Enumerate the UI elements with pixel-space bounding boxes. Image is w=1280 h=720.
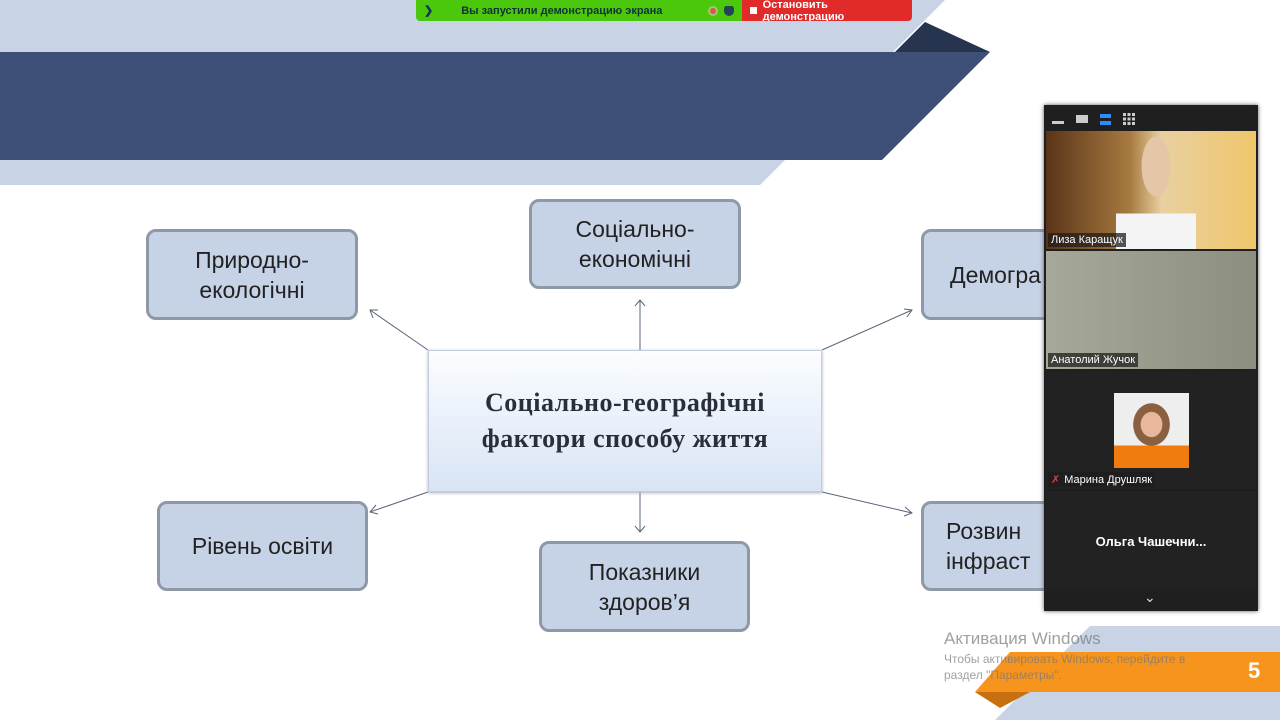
box-text: економічні xyxy=(578,246,692,272)
video-tile[interactable]: Лиза Каращук xyxy=(1046,131,1256,249)
participant-name: Анатолий Жучок xyxy=(1048,353,1139,367)
participant-name: Марина Друшляк xyxy=(1064,473,1153,486)
video-panel: Лиза Каращук Анатолий Жучок ✗Марина Друш… xyxy=(1044,105,1258,611)
box-text: здоров’я xyxy=(598,588,691,615)
box-text: Показники xyxy=(588,558,701,585)
participant-avatar xyxy=(1114,393,1189,468)
record-icon[interactable] xyxy=(708,5,718,16)
watermark-line: Чтобы активировать Windows, перейдите в xyxy=(944,652,1186,666)
windows-activation-watermark: Активация Windows Чтобы активировать Win… xyxy=(944,629,1185,682)
box-text: інфраст xyxy=(946,548,1031,574)
stop-share-label: Остановить демонстрацию xyxy=(762,0,845,21)
box-text: Соціально- xyxy=(575,216,695,242)
participant-name: Ольга Чашечни... xyxy=(1095,533,1207,549)
box-socio-economic: Соціально-економічні xyxy=(529,199,741,289)
participant-name: Лиза Каращук xyxy=(1048,233,1126,247)
shield-icon[interactable] xyxy=(724,5,734,16)
center-line: Соціально-географічні xyxy=(484,388,766,417)
video-tile[interactable]: ✗Марина Друшляк xyxy=(1046,371,1256,489)
box-text: Розвин xyxy=(946,518,1022,544)
share-status: ❯ Вы запустили демонстрацию экрана xyxy=(416,0,742,21)
grid-view-icon[interactable] xyxy=(1123,113,1135,125)
scroll-down-chevron-icon[interactable]: ⌄ xyxy=(1144,589,1156,605)
strip-view-icon[interactable] xyxy=(1100,113,1111,125)
box-text: Природно- xyxy=(195,246,309,273)
box-health: Показники здоров’я xyxy=(539,541,750,632)
single-view-icon[interactable] xyxy=(1076,115,1088,123)
box-text: екологічні xyxy=(199,276,305,303)
central-topic: Соціально-географічні фактори способу жит… xyxy=(428,350,822,492)
box-text: Демогра xyxy=(950,261,1041,288)
watermark-title: Активация Windows xyxy=(944,629,1101,648)
stop-share-button[interactable]: Остановить демонстрацию xyxy=(742,0,912,21)
box-nature-ecological: Природно-екологічні xyxy=(146,229,358,320)
screen-share-bar: ❯ Вы запустили демонстрацию экрана Остан… xyxy=(416,0,912,21)
video-tile[interactable]: Анатолий Жучок xyxy=(1046,251,1256,369)
stop-icon xyxy=(750,7,757,14)
signal-icon: ❯ xyxy=(424,5,434,17)
watermark-line: раздел "Параметры". xyxy=(944,668,1062,682)
participant-label: ✗Марина Друшляк xyxy=(1048,472,1156,487)
video-tile[interactable]: Ольга Чашечни... xyxy=(1046,491,1256,591)
minimize-icon[interactable] xyxy=(1052,120,1064,124)
page-number: 5 xyxy=(1248,658,1261,683)
box-education: Рівень освіти xyxy=(157,501,368,591)
center-line: фактори способу життя xyxy=(481,424,769,453)
share-status-text: Вы запустили демонстрацию экрана xyxy=(461,4,663,17)
mic-muted-icon: ✗ xyxy=(1051,474,1061,486)
box-text: Рівень освіти xyxy=(191,533,334,559)
participant-video xyxy=(1116,131,1196,249)
panel-toolbar xyxy=(1052,113,1135,125)
